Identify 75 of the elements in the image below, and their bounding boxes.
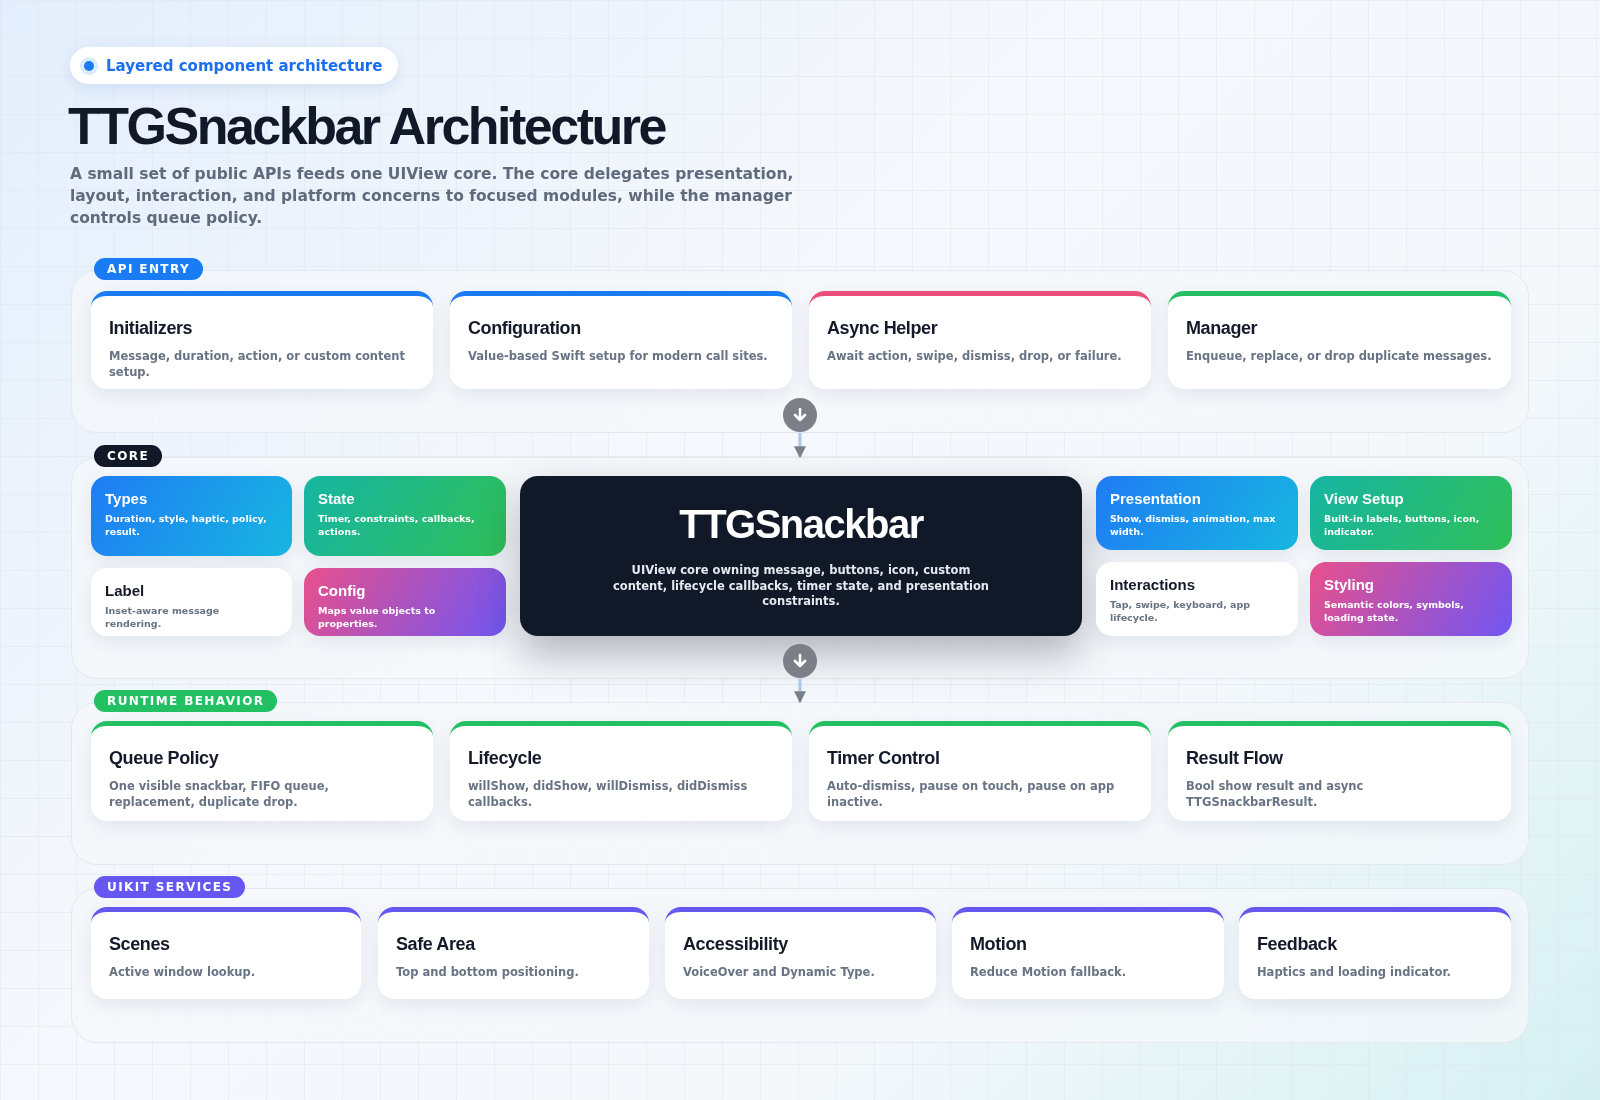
- module-title: Safe Area: [396, 934, 477, 955]
- module-title: Queue Policy: [109, 748, 220, 769]
- module-description: Enqueue, replace, or drop duplicate messages.: [1186, 349, 1493, 365]
- module-title: Label: [105, 582, 146, 599]
- module-card: [378, 907, 649, 999]
- module-card: [809, 721, 1151, 821]
- module-title: Lifecycle: [468, 748, 543, 769]
- module-card: [1310, 562, 1512, 636]
- module-description: VoiceOver and Dynamic Type.: [683, 965, 876, 981]
- module-description: Haptics and loading indicator.: [1257, 965, 1452, 981]
- module-title: Scenes: [109, 934, 171, 955]
- module-card: [450, 291, 792, 389]
- module-description: Tap, swipe, keyboard, app lifecycle.: [1110, 599, 1252, 625]
- module-card: [1168, 721, 1511, 821]
- layer-label: API ENTRY: [94, 258, 204, 280]
- module-description: willShow, didShow, willDismiss, didDismiss callbacks.: [468, 779, 749, 811]
- module-description: Message, duration, action, or custom content setup.: [109, 349, 407, 381]
- module-title: Styling: [1324, 576, 1375, 593]
- module-card: [450, 721, 792, 821]
- module-description: Inset-aware message rendering.: [105, 605, 221, 631]
- module-card: [91, 721, 433, 821]
- module-card: [1310, 476, 1512, 550]
- flow-arrow: [794, 433, 806, 459]
- title: TTGSnackbar Architecture: [68, 96, 665, 156]
- module-description: Semantic colors, symbols, loading state.: [1324, 599, 1465, 625]
- flow-arrow: [794, 679, 806, 704]
- module-description: Reduce Motion fallback.: [970, 965, 1128, 981]
- module-card: [91, 907, 361, 999]
- layer-label: UIKIT SERVICES: [94, 876, 246, 898]
- module-card: [1096, 562, 1298, 636]
- module-description: Top and bottom positioning.: [396, 965, 580, 981]
- module-description: Bool show result and async TTGSnackbarResult.: [1186, 779, 1365, 811]
- module-card: [304, 476, 506, 556]
- module-card: [1168, 291, 1511, 389]
- module-title: Async Helper: [827, 318, 939, 339]
- module-card: [952, 907, 1224, 999]
- layer-label: CORE: [94, 445, 163, 467]
- subtitle: A small set of public APIs feeds one UIView core. The core delegates presentation, layout, interaction, and platform concerns to focused modules, while the manager controls queue policy.: [70, 164, 795, 229]
- module-card: [809, 291, 1151, 389]
- core-card: [520, 476, 1082, 636]
- module-description: Maps value objects to properties.: [318, 605, 437, 631]
- module-description: Await action, swipe, dismiss, drop, or failure.: [827, 349, 1123, 365]
- module-card: [91, 476, 292, 556]
- module-description: Built-in labels, buttons, icon, indicator.: [1324, 513, 1481, 539]
- module-card: [91, 568, 292, 636]
- module-title: Config: [318, 582, 367, 599]
- module-description: Active window lookup.: [109, 965, 257, 981]
- core-title: TTGSnackbar: [679, 502, 923, 548]
- module-title: State: [318, 490, 356, 507]
- module-title: Configuration: [468, 318, 582, 339]
- layer-label: RUNTIME BEHAVIOR: [94, 690, 278, 712]
- module-card: [304, 568, 506, 636]
- module-title: Feedback: [1257, 934, 1338, 955]
- module-title: Interactions: [1110, 576, 1197, 593]
- module-description: Timer, constraints, callbacks, actions.: [318, 513, 476, 539]
- core-description: UIView core owning message, buttons, icon, custom content, lifecycle callbacks, timer state, and presentation constraints.: [611, 563, 991, 610]
- module-title: Initializers: [109, 318, 194, 339]
- module-description: Value-based Swift setup for modern call sites.: [468, 349, 769, 365]
- module-card: [665, 907, 936, 999]
- module-title: Types: [105, 490, 149, 507]
- module-description: Auto-dismiss, pause on touch, pause on app inactive.: [827, 779, 1116, 811]
- tag-badge: Layered component architecture: [70, 47, 399, 84]
- module-card: [91, 291, 433, 389]
- module-description: Show, dismiss, animation, max width.: [1110, 513, 1277, 539]
- module-title: Accessibility: [683, 934, 789, 955]
- module-card: [1096, 476, 1298, 550]
- module-description: Duration, style, haptic, policy, result.: [105, 513, 268, 539]
- module-title: Presentation: [1110, 490, 1202, 507]
- module-card: [1239, 907, 1511, 999]
- module-title: Manager: [1186, 318, 1259, 339]
- module-title: Motion: [970, 934, 1028, 955]
- module-title: Timer Control: [827, 748, 941, 769]
- module-title: View Setup: [1324, 490, 1405, 507]
- module-title: Result Flow: [1186, 748, 1284, 769]
- module-description: One visible snackbar, FIFO queue, replacement, duplicate drop.: [109, 779, 330, 811]
